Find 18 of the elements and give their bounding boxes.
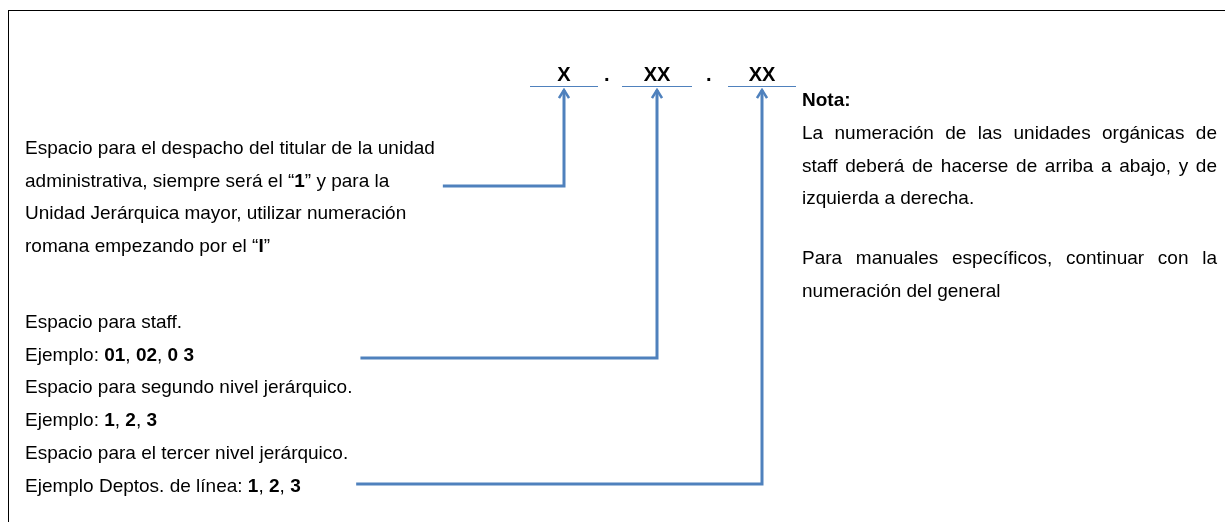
description-text: Ejemplo: 1, 2, 3 (25, 407, 159, 432)
description-text: Espacio para staff. (25, 310, 184, 334)
arrow (356, 88, 769, 486)
code-field: X (530, 62, 598, 87)
description-text: Espacio para el despacho del titular de la unidad administrativa, siempre será el “1” y para la Unidad Jerárquica mayor, utilizar numeración romana empezando por el “I” (25, 136, 436, 258)
code-field: XX (622, 62, 692, 87)
description-text: Espacio para segundo nivel jerárquico. (25, 375, 353, 399)
note-text: Para manuales específicos, continuar con la numeración del general (802, 246, 1217, 303)
description-text: Ejemplo Deptos. de línea: 1, 2, 3 (25, 473, 302, 498)
arrow (442, 88, 571, 188)
note-heading: Nota: (802, 88, 852, 112)
note-text: La numeración de las unidades orgánicas de staff deberá de hacerse de arriba a abajo, y de izquierda a derecha. (802, 121, 1217, 210)
description-text: Ejemplo: 01, 02, 0 3 (25, 342, 196, 367)
description-text: Espacio para el tercer nivel jerárquico. (25, 441, 349, 465)
code-field: XX (728, 62, 796, 87)
arrow (360, 88, 664, 360)
separator-dot: . (604, 62, 611, 86)
separator-dot: . (706, 62, 713, 86)
